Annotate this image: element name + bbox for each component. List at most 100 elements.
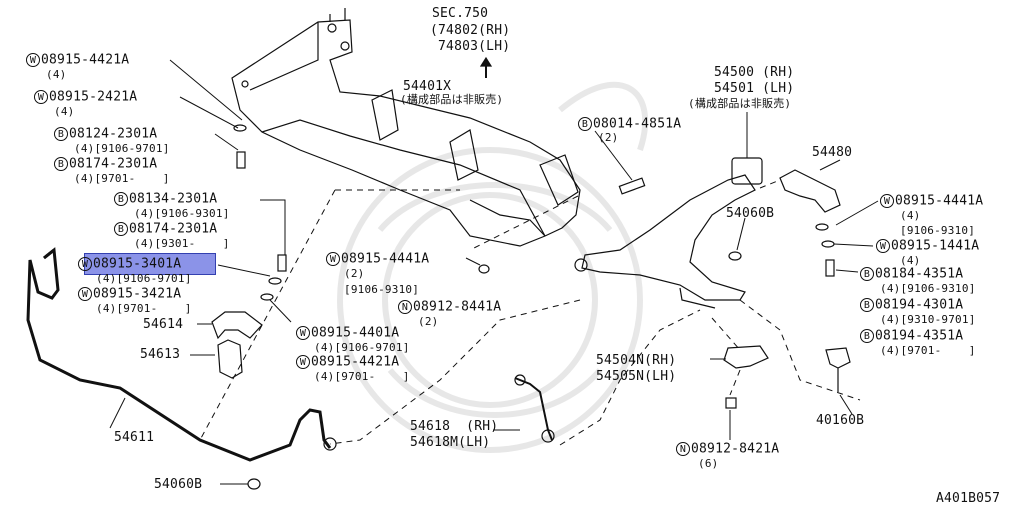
part-qty: (2) xyxy=(598,131,619,144)
washer-prefix-icon: W xyxy=(34,90,48,104)
part-number: 08915-3421A xyxy=(93,286,182,302)
part-qty: (4)[9310-9701] xyxy=(880,313,976,326)
bushing-54613 xyxy=(217,339,243,379)
ball-joint-40160b xyxy=(825,347,851,392)
watermark-logo xyxy=(337,81,649,453)
part-54401x[interactable]: 54401X xyxy=(403,79,452,94)
part-54060b-bottom[interactable]: 54060B xyxy=(154,477,203,492)
part-54611[interactable]: 54611 xyxy=(114,430,155,445)
washer-prefix-icon: W xyxy=(296,355,310,369)
part-number: 08194-4301A xyxy=(875,297,964,313)
part-number: 08912-8421A xyxy=(691,441,780,457)
part-54480[interactable]: 54480 xyxy=(812,145,853,160)
part-qty: (4)[9701- ] xyxy=(96,302,192,315)
part-number: 08915-4421A xyxy=(41,52,130,68)
crossmember-54401x xyxy=(231,8,581,247)
washer-prefix-icon: W xyxy=(876,239,890,253)
part-qty: (4)[9106-9301] xyxy=(134,207,230,220)
washer-prefix-icon: W xyxy=(78,287,92,301)
bolt-prefix-icon: B xyxy=(860,267,874,281)
bolt-prefix-icon: B xyxy=(54,127,68,141)
note-54401x: (構成部品は非販売) xyxy=(400,93,504,106)
part-qty: (4)[9106-9701] xyxy=(314,341,410,354)
part-number: 08915-4441A xyxy=(895,193,984,209)
part-54613[interactable]: 54613 xyxy=(140,347,181,362)
part-qty: (2) xyxy=(344,267,365,280)
diagram-code: A401B057 xyxy=(936,491,1001,506)
part-number: 08174-2301A xyxy=(129,221,218,237)
part-number: 08134-2301A xyxy=(129,191,218,207)
part-number: 08194-4351A xyxy=(875,328,964,344)
bracket-54480 xyxy=(779,169,841,213)
ball-joint-54504n xyxy=(723,345,769,369)
part-qty: (4)[9301- ] xyxy=(134,237,230,250)
part-number: 08014-4851A xyxy=(593,116,682,132)
part-54060b-top[interactable]: 54060B xyxy=(726,206,775,221)
part-number: 08174-2301A xyxy=(69,156,158,172)
part-number: 08912-8441A xyxy=(413,299,502,315)
part-qty: (4) xyxy=(46,68,67,81)
sec-rh[interactable]: (74802(RH) xyxy=(430,23,511,38)
bolt-prefix-icon: B xyxy=(54,157,68,171)
stabilizer-bar-54611 xyxy=(26,247,332,462)
part-54500-rh[interactable]: 54500 (RH) xyxy=(714,65,795,80)
bolt-prefix-icon: B xyxy=(114,222,128,236)
bolt-prefix-icon: B xyxy=(578,117,592,131)
bolt-prefix-icon: B xyxy=(860,329,874,343)
part-number: 08124-2301A xyxy=(69,126,158,142)
nut-prefix-icon: N xyxy=(676,442,690,456)
part-qty: (4)[9106-9701] xyxy=(74,142,170,155)
washer-prefix-icon: W xyxy=(26,53,40,67)
part-qty: (6) xyxy=(698,457,719,470)
washer-prefix-icon: W xyxy=(78,257,92,271)
part-qty: (4)[9701- ] xyxy=(74,172,170,185)
part-54618m-lh[interactable]: 54618M(LH) xyxy=(410,435,491,450)
part-54614[interactable]: 54614 xyxy=(143,317,184,332)
sec-title[interactable]: SEC.750 xyxy=(432,6,489,21)
part-qty: (4) xyxy=(900,209,921,222)
part-54501-lh[interactable]: 54501 (LH) xyxy=(714,81,795,96)
part-number: 08915-2421A xyxy=(49,89,138,105)
part-54505n-lh[interactable]: 54505N(LH) xyxy=(596,369,677,384)
part-number: 08184-4351A xyxy=(875,266,964,282)
part-qty: (4)[9701- ] xyxy=(314,370,410,383)
note-54500: (構成部品は非販売) xyxy=(688,97,792,110)
part-date: [9106-9310] xyxy=(900,224,976,237)
part-date: [9106-9310] xyxy=(344,283,420,296)
part-qty: (4) xyxy=(900,254,921,267)
bolt-prefix-icon: B xyxy=(860,298,874,312)
bolt-prefix-icon: B xyxy=(114,192,128,206)
washer-prefix-icon: W xyxy=(296,326,310,340)
sec-lh[interactable]: 74803(LH) xyxy=(430,39,511,54)
part-qty: (4)[9106-9701] xyxy=(96,272,192,285)
lower-arm-54500 xyxy=(574,157,763,309)
part-40160b[interactable]: 40160B xyxy=(816,413,865,428)
washer-prefix-icon: W xyxy=(880,194,894,208)
part-number: 08915-4441A xyxy=(341,251,430,267)
part-qty: (4) xyxy=(54,105,75,118)
part-54504n-rh[interactable]: 54504N(RH) xyxy=(596,353,677,368)
part-number: 08915-4401A xyxy=(311,325,400,341)
part-54618-rh[interactable]: 54618 (RH) xyxy=(410,419,499,434)
